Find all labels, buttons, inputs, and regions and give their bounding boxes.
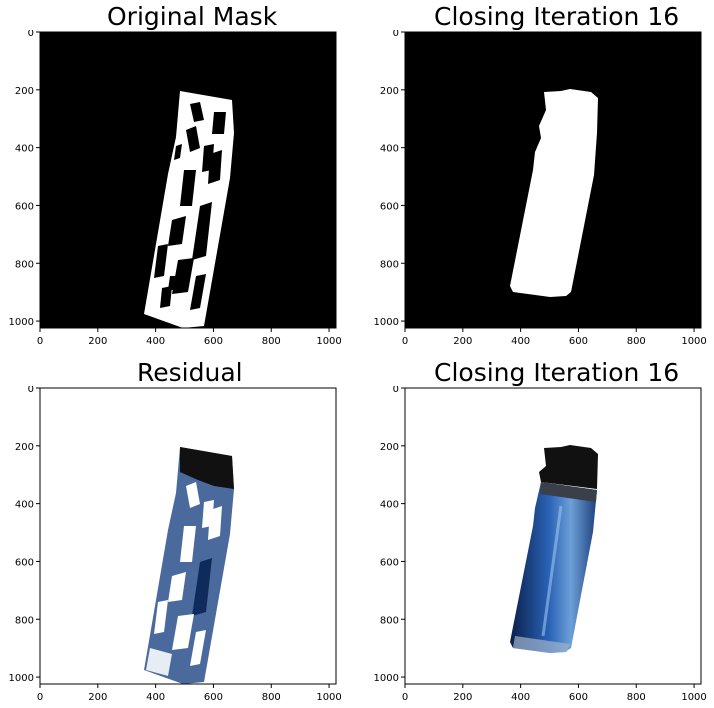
y-tick-label: 0 bbox=[28, 386, 34, 395]
y-tick-label: 1000 bbox=[9, 673, 34, 684]
x-tick-label: 800 bbox=[262, 336, 281, 347]
axes-frame bbox=[39, 31, 337, 329]
y-tick-label: 0 bbox=[393, 30, 399, 39]
original-mask-lighter-shape bbox=[144, 91, 234, 328]
y-tick-label: 200 bbox=[380, 442, 399, 453]
y-tick-label: 0 bbox=[393, 386, 399, 395]
x-tick-label: 400 bbox=[146, 336, 165, 347]
y-tick-label: 600 bbox=[15, 557, 34, 568]
x-tick-label: 200 bbox=[453, 692, 472, 703]
y-tick-label: 800 bbox=[380, 259, 399, 270]
panel-title-residual: Residual bbox=[137, 358, 243, 387]
y-tick-label: 1000 bbox=[374, 673, 399, 684]
x-tick-label: 1000 bbox=[316, 336, 341, 347]
x-tick-label: 600 bbox=[204, 336, 223, 347]
x-tick-label: 0 bbox=[37, 336, 43, 347]
y-tick-label: 600 bbox=[380, 557, 399, 568]
y-tick-label: 200 bbox=[380, 86, 399, 97]
x-tick-label: 400 bbox=[146, 692, 165, 703]
x-tick-label: 0 bbox=[402, 692, 408, 703]
panel-title-closing-iteration-top: Closing Iteration 16 bbox=[434, 2, 680, 31]
x-tick-label: 800 bbox=[627, 336, 646, 347]
closed-mask-lighter-shape bbox=[510, 89, 598, 297]
axes-frame bbox=[404, 387, 702, 685]
y-tick-label: 200 bbox=[15, 86, 34, 97]
x-tick-label: 0 bbox=[402, 336, 408, 347]
panel-title-closing-iteration-bottom: Closing Iteration 16 bbox=[434, 358, 680, 387]
x-tick-label: 0 bbox=[37, 692, 43, 703]
y-tick-label: 800 bbox=[15, 259, 34, 270]
y-tick-label: 200 bbox=[15, 442, 34, 453]
axes-frame bbox=[39, 387, 337, 685]
x-tick-label: 400 bbox=[511, 692, 530, 703]
x-tick-label: 600 bbox=[569, 692, 588, 703]
y-tick-label: 800 bbox=[380, 615, 399, 626]
y-tick-label: 600 bbox=[15, 201, 34, 212]
y-tick-label: 400 bbox=[380, 144, 399, 155]
residual-lighter-shape bbox=[144, 447, 234, 684]
closed-photo-lighter bbox=[510, 445, 598, 653]
x-tick-label: 400 bbox=[511, 336, 530, 347]
x-tick-label: 800 bbox=[262, 692, 281, 703]
y-tick-label: 0 bbox=[28, 30, 34, 39]
x-tick-label: 1000 bbox=[316, 692, 341, 703]
x-tick-label: 200 bbox=[88, 336, 107, 347]
y-tick-label: 1000 bbox=[9, 317, 34, 328]
x-tick-label: 1000 bbox=[681, 336, 706, 347]
x-tick-label: 600 bbox=[204, 692, 223, 703]
x-tick-label: 800 bbox=[627, 692, 646, 703]
y-tick-label: 800 bbox=[15, 615, 34, 626]
y-tick-label: 400 bbox=[15, 144, 34, 155]
y-tick-label: 400 bbox=[15, 500, 34, 511]
x-tick-label: 600 bbox=[569, 336, 588, 347]
x-tick-label: 200 bbox=[453, 336, 472, 347]
x-tick-label: 1000 bbox=[681, 692, 706, 703]
axes-frame bbox=[404, 31, 702, 329]
panel-title-original-mask: Original Mask bbox=[107, 2, 278, 31]
y-tick-label: 400 bbox=[380, 500, 399, 511]
y-tick-label: 1000 bbox=[374, 317, 399, 328]
y-tick-label: 600 bbox=[380, 201, 399, 212]
x-tick-label: 200 bbox=[88, 692, 107, 703]
